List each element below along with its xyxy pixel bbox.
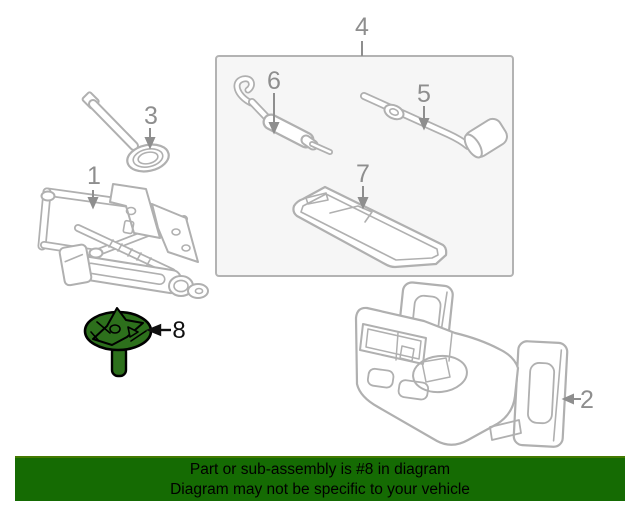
tool-kit-box-outline[interactable] xyxy=(215,55,514,277)
label-jack[interactable]: 1 xyxy=(87,162,101,190)
callout-arrows xyxy=(87,41,581,405)
part-tray-cover[interactable] xyxy=(292,185,448,269)
part-highlighted-wing-nut[interactable] xyxy=(83,307,153,378)
banner-line-2: Diagram may not be specific to your vehi… xyxy=(170,481,470,498)
part-lug-wrench[interactable] xyxy=(360,92,510,161)
highlight-arrow xyxy=(145,323,171,337)
label-tool-kit[interactable]: 4 xyxy=(355,13,369,41)
part-eye-bolt[interactable] xyxy=(81,91,171,176)
label-jack-handle[interactable]: 6 xyxy=(267,67,281,95)
part-jack-handle[interactable] xyxy=(233,75,333,155)
label-eye-bolt[interactable]: 3 xyxy=(144,102,158,130)
label-foam-tray[interactable]: 2 xyxy=(580,386,594,414)
label-highlighted-part[interactable]: 8 xyxy=(172,317,186,344)
diagram-notice-banner: Part or sub-assembly is #8 in diagram Di… xyxy=(15,456,625,501)
banner-line-1: Part or sub-assembly is #8 in diagram xyxy=(189,461,451,478)
label-lug-wrench[interactable]: 5 xyxy=(417,80,431,108)
label-tray-cover[interactable]: 7 xyxy=(356,160,370,188)
part-foam-tray[interactable] xyxy=(354,281,569,448)
part-scissor-jack[interactable] xyxy=(37,183,209,299)
